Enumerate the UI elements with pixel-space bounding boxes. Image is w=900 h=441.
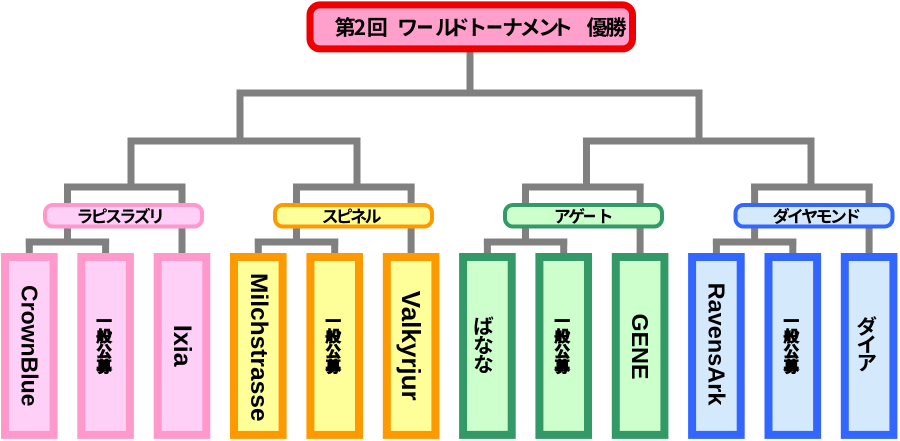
svg-text:Valkyrjur: Valkyrjur [396,291,426,401]
svg-text:GENE: GENE [627,314,653,380]
svg-text:CrownBlue: CrownBlue [16,285,42,406]
svg-text:RavensArk: RavensArk [703,283,729,407]
svg-text:Ixia: Ixia [168,325,196,368]
svg-text:Milchstrasse: Milchstrasse [245,273,272,421]
